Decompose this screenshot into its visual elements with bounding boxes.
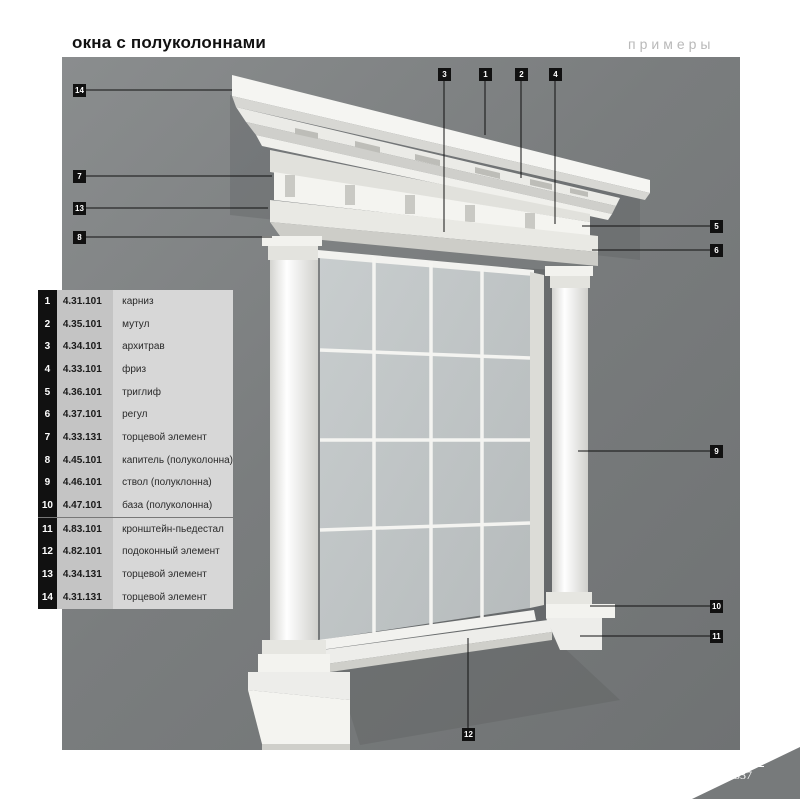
part-number: 14	[38, 585, 57, 609]
table-row: 11 4.83.101 кронштейн-пьедестал	[38, 516, 233, 541]
callout-2: 2	[515, 68, 528, 81]
page-corner	[692, 747, 800, 799]
callout-9: 9	[710, 445, 723, 458]
window-facade-illustration	[86, 75, 710, 750]
callout-1: 1	[479, 68, 492, 81]
part-name: подоконный элемент	[113, 540, 233, 564]
part-code: 4.34.131	[56, 563, 114, 586]
part-name: фриз	[113, 358, 233, 381]
callout-12: 12	[462, 728, 475, 741]
table-row: 12 4.82.101 подоконный элемент	[38, 540, 233, 564]
part-number: 8	[38, 448, 57, 472]
part-name: база (полуколонна)	[113, 494, 233, 518]
part-number: 7	[38, 426, 57, 449]
table-row: 6 4.37.101 регул	[38, 403, 233, 427]
page-number-left: 336	[734, 752, 752, 766]
callout-13: 13	[73, 202, 86, 215]
part-number: 11	[38, 516, 57, 541]
table-row: 1 4.31.101 карниз	[38, 290, 233, 313]
part-code: 4.31.131	[56, 585, 114, 609]
table-row: 7 4.33.131 торцевой элемент	[38, 426, 233, 449]
table-row: 8 4.45.101 капитель (полуколонна)	[38, 448, 233, 472]
part-name: регул	[113, 403, 233, 427]
callout-4: 4	[549, 68, 562, 81]
part-name: ствол (полуклонна)	[113, 471, 233, 495]
part-number: 13	[38, 563, 57, 586]
table-row: 9 4.46.101 ствол (полуклонна)	[38, 471, 233, 495]
page-number-divider	[731, 766, 764, 767]
callout-11: 11	[710, 630, 723, 643]
part-name: торцевой элемент	[113, 585, 233, 609]
callout-3: 3	[438, 68, 451, 81]
part-number: 1	[38, 290, 57, 313]
table-row: 13 4.34.131 торцевой элемент	[38, 563, 233, 586]
part-code: 4.83.101	[56, 516, 114, 541]
section-label: примеры	[628, 36, 715, 52]
part-number: 3	[38, 335, 57, 359]
page-number-right: 337	[734, 768, 752, 782]
part-code: 4.31.101	[56, 290, 114, 313]
part-code: 4.36.101	[56, 380, 114, 404]
callout-5: 5	[710, 220, 723, 233]
part-code: 4.82.101	[56, 540, 114, 564]
part-code: 4.33.131	[56, 426, 114, 449]
table-row: 5 4.36.101 триглиф	[38, 380, 233, 404]
part-number: 6	[38, 403, 57, 427]
part-name: торцевой элемент	[113, 563, 233, 586]
part-number: 10	[38, 494, 57, 518]
callout-14: 14	[73, 84, 86, 97]
table-row: 3 4.34.101 архитрав	[38, 335, 233, 359]
part-code: 4.37.101	[56, 403, 114, 427]
part-number: 4	[38, 358, 57, 381]
callout-10: 10	[710, 600, 723, 613]
part-code: 4.45.101	[56, 448, 114, 472]
part-name: карниз	[113, 290, 233, 313]
part-number: 12	[38, 540, 57, 564]
part-number: 9	[38, 471, 57, 495]
parts-legend-table: 1 4.31.101 карниз 2 4.35.101 мутул 3 4.3…	[38, 290, 233, 609]
table-row: 14 4.31.131 торцевой элемент	[38, 585, 233, 609]
page-title: окна с полуколоннами	[72, 33, 266, 52]
table-row: 10 4.47.101 база (полуколонна)	[38, 494, 233, 518]
part-code: 4.33.101	[56, 358, 114, 381]
part-name: капитель (полуколонна)	[113, 448, 233, 472]
callout-6: 6	[710, 244, 723, 257]
part-code: 4.35.101	[56, 312, 114, 336]
callout-7: 7	[73, 170, 86, 183]
callout-8: 8	[73, 231, 86, 244]
part-code: 4.34.101	[56, 335, 114, 359]
part-number: 2	[38, 312, 57, 336]
part-name: торцевой элемент	[113, 426, 233, 449]
part-name: мутул	[113, 312, 233, 336]
table-row: 4 4.33.101 фриз	[38, 358, 233, 381]
part-code: 4.46.101	[56, 471, 114, 495]
part-number: 5	[38, 380, 57, 404]
part-name: триглиф	[113, 380, 233, 404]
part-name: кронштейн-пьедестал	[113, 516, 233, 541]
table-row: 2 4.35.101 мутул	[38, 312, 233, 336]
part-code: 4.47.101	[56, 494, 114, 518]
part-name: архитрав	[113, 335, 233, 359]
